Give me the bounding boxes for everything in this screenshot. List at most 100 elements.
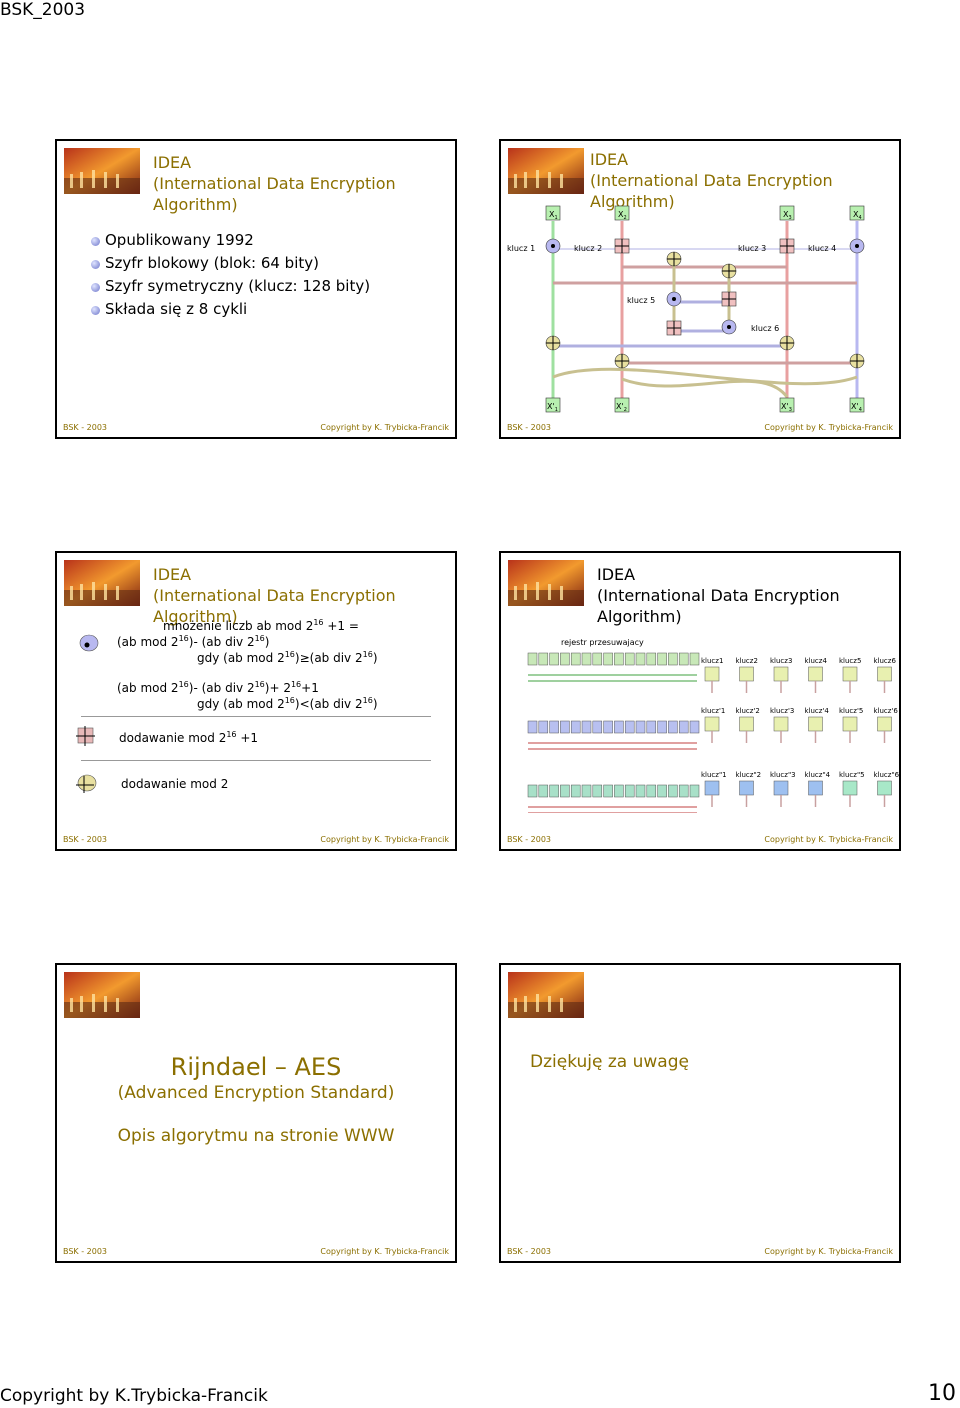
- key-block: [773, 716, 789, 732]
- bullet-list: Opublikowany 1992 Szyfr blokowy (blok: 6…: [90, 229, 370, 321]
- xor-icon: [76, 774, 97, 793]
- key-label: klucz 1: [507, 244, 535, 253]
- register-cell: [560, 784, 570, 798]
- register-cell: [581, 784, 592, 798]
- register-cell: [668, 720, 678, 734]
- register-cell: [560, 652, 570, 666]
- slide-footer-left: BSK - 2003: [507, 1247, 552, 1256]
- key-block: [842, 666, 858, 682]
- key-label: klucz5: [839, 657, 861, 665]
- slide-footer-right: Copyright by K. Trybicka-Francik: [764, 1247, 893, 1256]
- page-header: BSK_2003: [0, 0, 86, 20]
- addition-mod-icon: [76, 726, 95, 746]
- multiplication-label: mnożenie liczb ab mod 216 +1 =: [163, 618, 359, 633]
- slide-title: IDEA (International Data Encryption Algo…: [597, 564, 899, 627]
- key-label: klucz1: [701, 657, 723, 665]
- register-cell: [678, 720, 689, 734]
- output-x4: X'4: [851, 402, 862, 413]
- input-x1: X1: [549, 210, 558, 221]
- register-cell: [570, 652, 581, 666]
- title-line-2: (International Data Encryption Algorithm…: [153, 174, 396, 214]
- register-label: rejestr przesuwajacy: [561, 638, 644, 647]
- key-block: [808, 716, 823, 732]
- key-block: [877, 780, 892, 796]
- key-block: [842, 780, 858, 796]
- register-cell: [538, 652, 549, 666]
- slide-footer-right: Copyright by K. Trybicka-Francik: [320, 1247, 449, 1256]
- register-cell: [635, 784, 646, 798]
- key-label: klucz"2: [736, 771, 762, 779]
- divider: [81, 716, 431, 717]
- register-cell: [603, 784, 613, 798]
- register-cell: [614, 784, 624, 798]
- key-block: [739, 666, 754, 682]
- key-label: klucz'1: [701, 707, 725, 715]
- slide-idea-round-diagram: IDEA (International Data Encryption Algo…: [499, 139, 901, 439]
- slide-idea-key-schedule: IDEA (International Data Encryption Algo…: [499, 551, 901, 851]
- key-block: [808, 780, 823, 796]
- slide-thumbnail-image: [508, 148, 584, 194]
- register-cell: [646, 652, 657, 666]
- input-x2: X2: [618, 210, 627, 221]
- register-cell: [560, 720, 570, 734]
- formula-condition: gdy (ab mod 216)<(ab div 216): [197, 696, 378, 711]
- key-schedule-diagram: rejestr przesuwajacy klucz1 klucz2 klucz3 k…: [527, 638, 900, 813]
- slide-thanks: Dziękuję za uwagę BSK - 2003 Copyright b…: [499, 963, 901, 1263]
- key-label: klucz"4: [805, 771, 831, 779]
- key-label: klucz 4: [808, 244, 836, 253]
- key-block: [704, 666, 720, 682]
- register-cell: [678, 784, 689, 798]
- register-cell: [592, 652, 603, 666]
- list-item: Szyfr blokowy (blok: 64 bity): [90, 252, 370, 275]
- key-label: klucz"5: [839, 771, 865, 779]
- register-cell: [549, 652, 559, 666]
- output-x2: X'2: [616, 402, 627, 413]
- register-cell: [570, 784, 581, 798]
- page-number: 10: [928, 1381, 956, 1406]
- slide-title: Rijndael – AES: [170, 1053, 342, 1081]
- key-block: [842, 716, 858, 732]
- register-cell: [614, 652, 624, 666]
- key-label: klucz6: [874, 657, 897, 665]
- key-label: klucz"1: [701, 771, 727, 779]
- register-cell: [668, 784, 678, 798]
- slide-title: IDEA (International Data Encryption Algo…: [153, 152, 455, 215]
- thanks-text: Dziękuję za uwagę: [530, 1052, 689, 1072]
- register-cell: [657, 720, 667, 734]
- slide-thumbnail-image: [508, 560, 584, 606]
- key-label: klucz3: [770, 657, 792, 665]
- slide-rijndael-aes: Rijndael – AES (Advanced Encryption Stan…: [55, 963, 457, 1263]
- key-label: klucz'6: [874, 707, 899, 715]
- key-block: [739, 716, 754, 732]
- key-label: klucz"6: [874, 771, 900, 779]
- slide-thumbnail-image: [64, 560, 140, 606]
- register-cell: [657, 784, 667, 798]
- register-cell: [635, 720, 646, 734]
- register-cell: [624, 720, 635, 734]
- register-cell: [527, 652, 538, 666]
- register-cell: [646, 784, 657, 798]
- slide-footer-left: BSK - 2003: [507, 423, 552, 432]
- list-item: Opublikowany 1992: [90, 229, 370, 252]
- title-line-2: (International Data Encryption Algorithm…: [153, 586, 396, 626]
- idea-round-diagram: X1 X2 X3 X4 X'1 X'2 X'3 X'4 klucz 1 kluc…: [507, 205, 865, 413]
- key-label: klucz4: [805, 657, 828, 665]
- xor-label: dodawanie mod 2: [121, 777, 229, 791]
- formula-condition: gdy (ab mod 216)≥(ab div 216): [197, 650, 378, 665]
- key-label: klucz2: [736, 657, 758, 665]
- key-block: [704, 716, 720, 732]
- register-cell: [549, 720, 559, 734]
- register-cell: [549, 784, 559, 798]
- key-block: [773, 666, 789, 682]
- slide-footer-right: Copyright by K. Trybicka-Francik: [320, 835, 449, 844]
- key-block: [877, 716, 892, 732]
- slide-footer-right: Copyright by K. Trybicka-Francik: [764, 423, 893, 432]
- register-cell: [538, 720, 549, 734]
- key-label: klucz'5: [839, 707, 863, 715]
- register-cell: [689, 720, 700, 734]
- register-cell: [603, 652, 613, 666]
- title-line-2: (International Data Encryption Algorithm…: [590, 171, 833, 211]
- key-label: klucz 5: [627, 296, 655, 305]
- register-cell: [689, 784, 700, 798]
- slide-thumbnail-image: [64, 148, 140, 194]
